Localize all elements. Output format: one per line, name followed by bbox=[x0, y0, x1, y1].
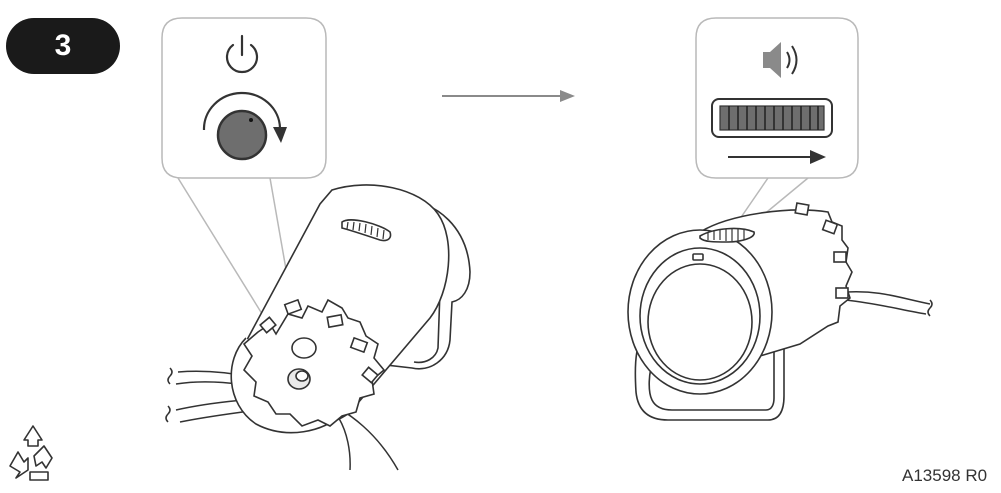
rotate-clockwise-icon bbox=[202, 91, 287, 143]
arrow-right-icon bbox=[442, 90, 575, 102]
slide-right-arrow-icon bbox=[728, 150, 826, 164]
reference-code: A13598 R0 bbox=[902, 466, 988, 485]
volume-wheel-icon bbox=[711, 98, 833, 138]
step-number-badge: 3 bbox=[6, 18, 120, 74]
device-front-view bbox=[627, 202, 933, 421]
step-number: 3 bbox=[54, 29, 72, 62]
power-icon bbox=[225, 34, 259, 74]
rotary-knob-icon bbox=[216, 109, 268, 161]
speaker-volume-icon bbox=[763, 42, 798, 78]
recycle-icon bbox=[9, 425, 53, 481]
device-rear-view bbox=[165, 184, 471, 471]
